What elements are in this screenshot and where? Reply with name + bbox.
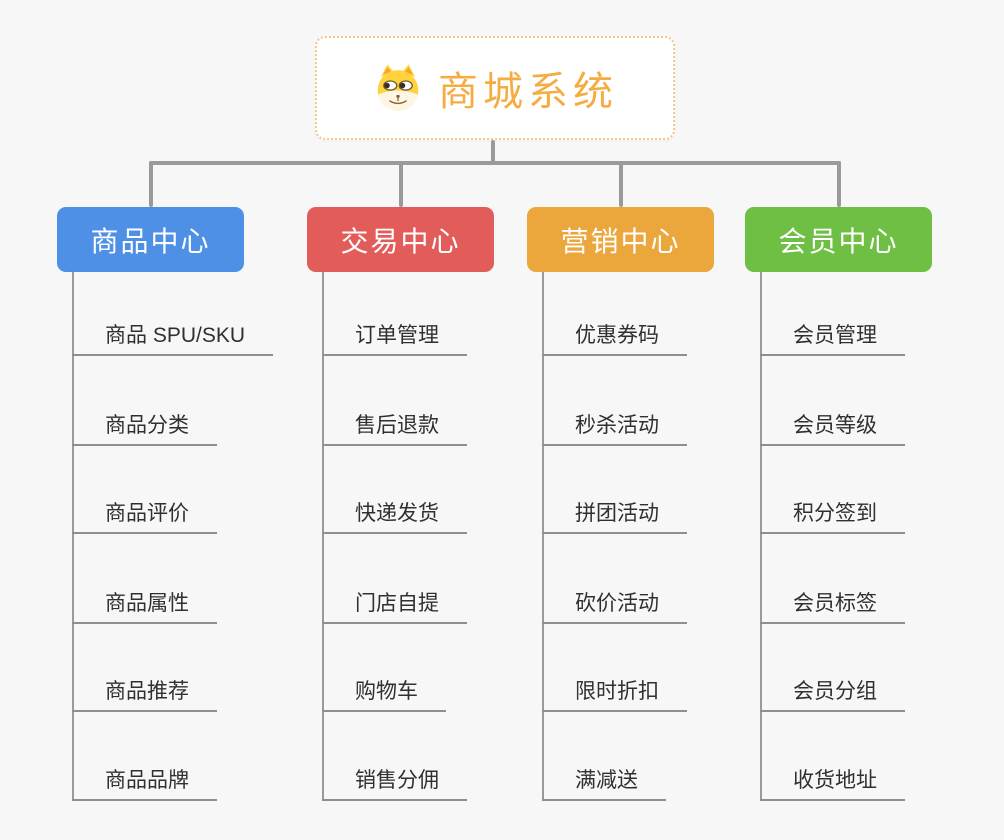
leaf-node[interactable]: 销售分佣 xyxy=(322,769,467,801)
branch-label: 营销中心 xyxy=(560,225,681,257)
branch-node-3[interactable]: 营销中心 xyxy=(527,207,714,272)
leaf-node[interactable]: 快递发货 xyxy=(322,502,467,534)
connector-line xyxy=(760,272,762,801)
leaf-node[interactable]: 限时折扣 xyxy=(542,680,687,712)
branch-label: 交易中心 xyxy=(340,225,461,257)
leaf-node[interactable]: 售后退款 xyxy=(322,414,467,446)
leaf-node[interactable]: 商品品牌 xyxy=(72,769,217,801)
leaf-node[interactable]: 会员等级 xyxy=(760,414,905,446)
leaf-node[interactable]: 拼团活动 xyxy=(542,502,687,534)
leaf-node[interactable]: 秒杀活动 xyxy=(542,414,687,446)
branch-label: 会员中心 xyxy=(778,225,899,257)
connector-line xyxy=(322,272,324,801)
leaf-node[interactable]: 商品 SPU/SKU xyxy=(72,324,274,356)
connector-line xyxy=(148,161,153,207)
leaf-node[interactable]: 商品分类 xyxy=(72,414,217,446)
doge-icon xyxy=(377,64,419,111)
connector-line xyxy=(491,140,495,165)
connector-line xyxy=(836,161,841,207)
leaf-node[interactable]: 门店自提 xyxy=(322,592,467,624)
branch-node-1[interactable]: 商品中心 xyxy=(57,207,244,272)
leaf-node[interactable]: 商品推荐 xyxy=(72,680,217,712)
connector-line xyxy=(148,161,841,165)
connector-line xyxy=(618,161,623,207)
leaf-node[interactable]: 订单管理 xyxy=(322,324,467,356)
leaf-node[interactable]: 购物车 xyxy=(322,680,446,712)
leaf-node[interactable]: 商品属性 xyxy=(72,592,217,624)
leaf-node[interactable]: 收货地址 xyxy=(760,769,905,801)
leaf-node[interactable]: 会员标签 xyxy=(760,592,905,624)
branch-node-2[interactable]: 交易中心 xyxy=(307,207,494,272)
leaf-node[interactable]: 会员分组 xyxy=(760,680,905,712)
leaf-node[interactable]: 砍价活动 xyxy=(542,592,687,624)
branch-label: 商品中心 xyxy=(90,225,211,257)
root-title: 商城系统 xyxy=(438,70,618,114)
root-node[interactable]: 商城系统 xyxy=(315,36,675,140)
connector-line xyxy=(72,272,74,801)
leaf-node[interactable]: 积分签到 xyxy=(760,502,905,534)
connector-line xyxy=(398,161,403,207)
branch-node-4[interactable]: 会员中心 xyxy=(745,207,932,272)
connector-line xyxy=(542,272,544,801)
leaf-node[interactable]: 会员管理 xyxy=(760,324,905,356)
leaf-node[interactable]: 满减送 xyxy=(542,769,666,801)
leaf-node[interactable]: 商品评价 xyxy=(72,502,217,534)
leaf-node[interactable]: 优惠券码 xyxy=(542,324,687,356)
